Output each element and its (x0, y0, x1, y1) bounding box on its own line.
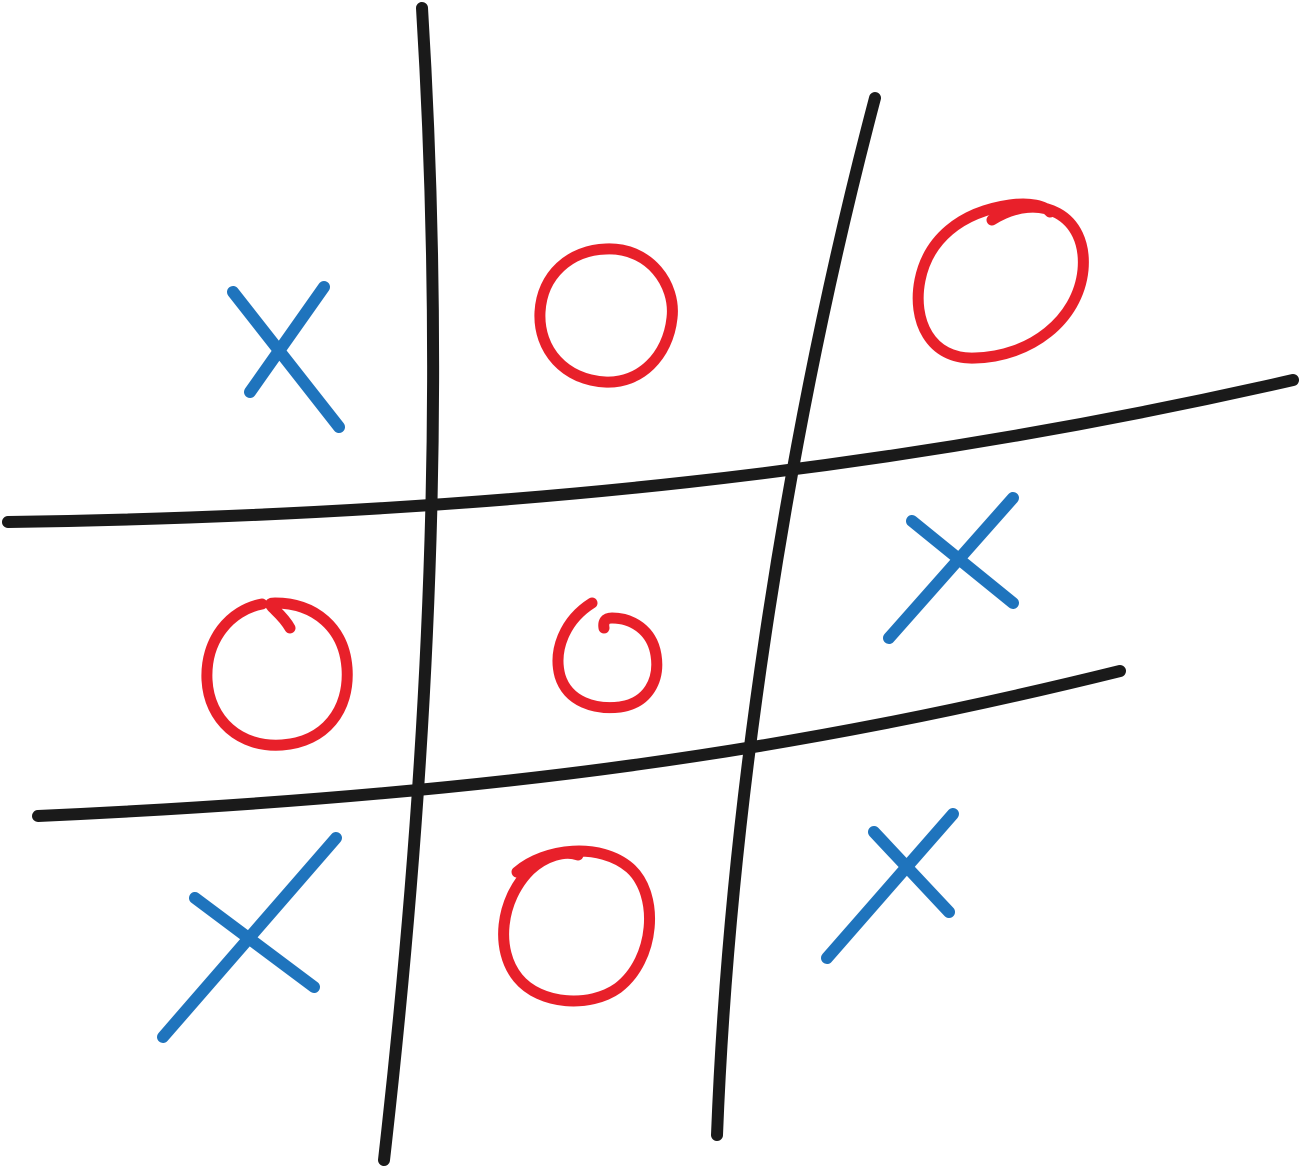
cell-2-0[interactable] (157, 832, 342, 1043)
cell-1-1[interactable] (552, 597, 663, 714)
cell-2-1[interactable] (498, 845, 655, 1007)
x-mark (883, 492, 1019, 644)
x-mark (227, 281, 345, 433)
x-mark (157, 832, 342, 1043)
cells (157, 198, 1089, 1043)
o-mark (201, 597, 353, 751)
grid-line-horizontal-bottom (32, 665, 1126, 822)
cell-1-2[interactable] (883, 492, 1019, 644)
cell-0-2[interactable] (912, 198, 1089, 364)
cell-2-2[interactable] (821, 808, 959, 964)
o-mark (534, 243, 678, 388)
grid-line-vertical-left (378, 2, 440, 1166)
grid-line-vertical-right (711, 92, 881, 1141)
grid-line-horizontal-top (2, 374, 1299, 528)
cell-0-0[interactable] (227, 281, 345, 433)
x-mark (821, 808, 959, 964)
o-mark (552, 597, 663, 714)
o-mark (498, 845, 655, 1007)
cell-1-0[interactable] (201, 597, 353, 751)
cell-0-1[interactable] (534, 243, 678, 388)
o-mark (912, 198, 1089, 364)
